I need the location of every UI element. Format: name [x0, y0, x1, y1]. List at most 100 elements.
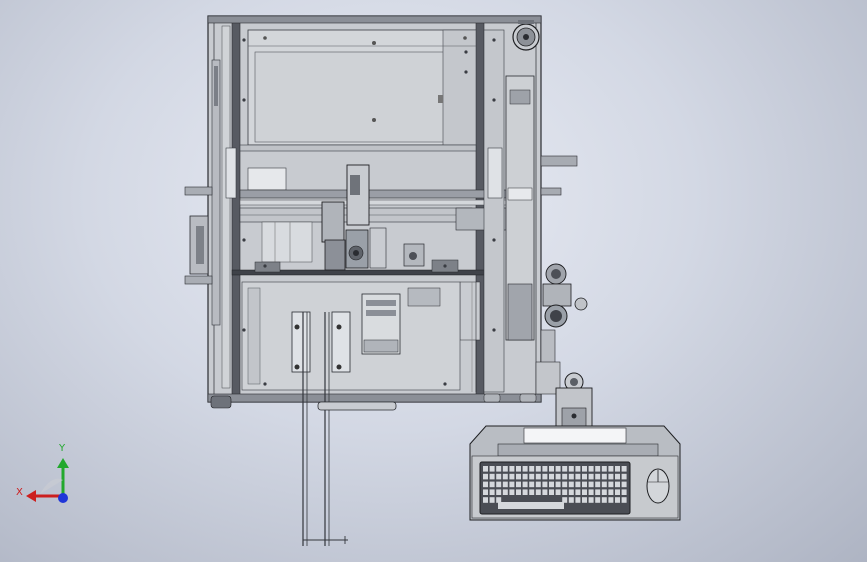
- keyboard-key: [483, 466, 488, 472]
- mouse-icon: [646, 468, 670, 504]
- keyboard-key: [568, 481, 574, 488]
- keyboard-key: [483, 473, 488, 480]
- keyboard-key: [555, 489, 561, 495]
- keyboard-key: [595, 481, 601, 488]
- right-arm: [540, 155, 578, 196]
- keyboard-key: [588, 473, 594, 480]
- keyboard-key: [575, 489, 581, 495]
- keyboard-key: [615, 481, 620, 488]
- upper-work-area: [247, 29, 477, 146]
- keyboard-key: [575, 497, 581, 503]
- keyboard-key: [555, 466, 561, 472]
- keyboard-key: [542, 473, 548, 480]
- keyboard-key: [489, 489, 495, 495]
- console-mount-post: [555, 372, 593, 429]
- keyboard-key: [575, 473, 581, 480]
- keyboard-key: [549, 489, 554, 495]
- keyboard-key: [509, 466, 515, 472]
- keyboard-key: [516, 489, 521, 495]
- keyboard-key: [582, 466, 587, 472]
- tool-carriage: [321, 164, 425, 271]
- keyboard-key: [555, 473, 561, 480]
- keyboard-key: [595, 497, 601, 503]
- keyboard-key: [562, 489, 568, 495]
- keyboard-key: [535, 489, 541, 495]
- keyboard-key: [502, 466, 508, 472]
- keyboard-key: [595, 489, 601, 495]
- keyboard-key: [575, 481, 581, 488]
- axis-triad-icon: [26, 458, 69, 503]
- keyboard-key: [489, 473, 495, 480]
- keyboard-key: [615, 489, 620, 495]
- keyboard-key: [588, 489, 594, 495]
- keyboard-key: [502, 489, 508, 495]
- keyboard-key: [542, 489, 548, 495]
- keyboard-key: [542, 481, 548, 488]
- keyboard-key: [496, 489, 502, 495]
- keyboard-key: [502, 481, 508, 488]
- machine-feet: [210, 393, 537, 409]
- keyboard-key: [588, 466, 594, 472]
- keyboard-key: [601, 497, 607, 503]
- keyboard-key: [489, 466, 495, 472]
- keyboard-key: [496, 473, 502, 480]
- keyboard-key: [562, 497, 568, 503]
- keyboard-key: [568, 466, 574, 472]
- keyboard-key: [568, 497, 574, 503]
- keyboard-key: [496, 466, 502, 472]
- keyboard-key: [562, 473, 568, 480]
- keyboard-key: [542, 466, 548, 472]
- keyboard-key: [582, 481, 587, 488]
- keyboard-key: [562, 466, 568, 472]
- keyboard-key: [615, 497, 620, 503]
- keyboard-key: [621, 473, 627, 480]
- keyboard-key: [529, 489, 535, 495]
- x-axis-label: X: [16, 487, 23, 498]
- rotary-knob-icon: [512, 20, 540, 51]
- keyboard-key: [588, 481, 594, 488]
- keyboard-key: [509, 489, 515, 495]
- keyboard-key: [496, 481, 502, 488]
- lower-compartment: [241, 281, 461, 391]
- keyboard-key: [509, 481, 515, 488]
- keyboard-key: [595, 466, 601, 472]
- keyboard-key: [549, 481, 554, 488]
- left-guide-rail: [211, 25, 237, 389]
- keyboard-key: [621, 466, 627, 472]
- keyboard-key: [529, 473, 535, 480]
- keyboard-key: [595, 473, 601, 480]
- keyboard-key: [608, 489, 614, 495]
- pivot-joint: [535, 263, 588, 395]
- hoist-rods: [302, 312, 397, 546]
- right-column: [459, 29, 535, 393]
- keyboard-key: [509, 473, 515, 480]
- left-bracket: [184, 186, 213, 285]
- keyboard-key: [601, 473, 607, 480]
- y-axis-label: Y: [59, 443, 66, 454]
- keyboard-key: [582, 497, 587, 503]
- keyboard-key: [496, 497, 502, 503]
- keyboard-key: [562, 481, 568, 488]
- keyboard-key: [582, 473, 587, 480]
- keyboard-key: [483, 497, 488, 503]
- keyboard-key: [529, 466, 535, 472]
- keyboard-key: [608, 497, 614, 503]
- keyboard-key: [615, 473, 620, 480]
- keyboard-key: [615, 466, 620, 472]
- linear-shafts: [254, 221, 459, 273]
- fasteners: [242, 38, 496, 386]
- keyboard-key: [575, 466, 581, 472]
- keyboard-key: [588, 497, 594, 503]
- keyboard-key: [483, 481, 488, 488]
- keyboard-key: [502, 473, 508, 480]
- keyboard-key: [549, 473, 554, 480]
- keyboard-key: [555, 481, 561, 488]
- keyboard-key: [608, 481, 614, 488]
- keyboard-key: [516, 481, 521, 488]
- keyboard-key: [601, 489, 607, 495]
- keyboard-key: [608, 466, 614, 472]
- keyboard-key: [568, 473, 574, 480]
- keyboard-key: [601, 466, 607, 472]
- keyboard-key: [535, 473, 541, 480]
